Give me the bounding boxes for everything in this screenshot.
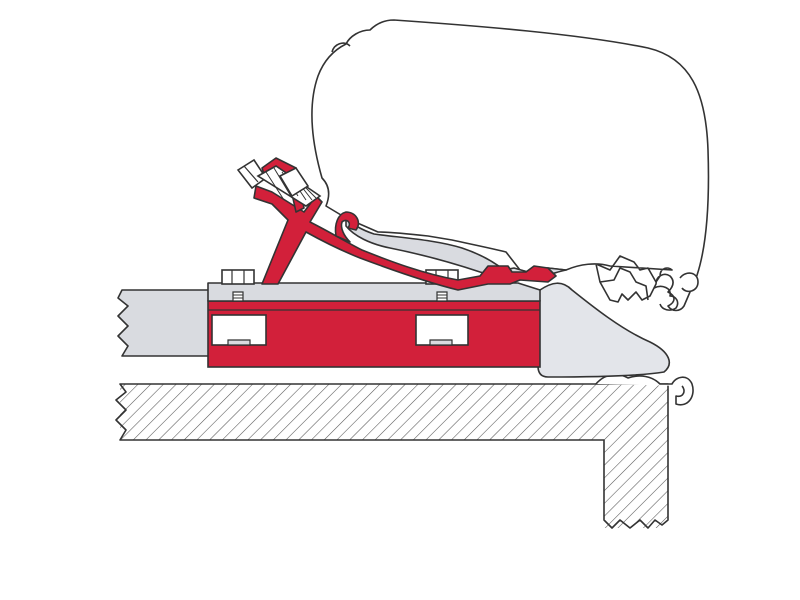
bolt-left — [221, 269, 255, 302]
bolt-icon — [256, 165, 322, 207]
roof-edge-keder — [595, 373, 694, 406]
awning-cassette — [311, 19, 710, 312]
cassette-hinge-bump — [331, 42, 351, 53]
roller-profile — [599, 267, 679, 311]
cassette-outline — [311, 19, 710, 312]
red-bracket-hook — [334, 211, 360, 243]
bolt-icon — [221, 269, 255, 302]
roller-keder-hook — [679, 272, 699, 293]
slot-left-nut — [227, 339, 251, 346]
red-bracket-body — [253, 185, 557, 291]
red-mounting-block — [207, 300, 541, 368]
top-plate — [207, 282, 541, 302]
roof-wall-hatch — [120, 384, 668, 528]
roof-wall-section — [115, 373, 694, 529]
roof-wall-outline — [115, 383, 669, 529]
slot-right-nut — [429, 339, 453, 346]
tension-bolt — [236, 158, 322, 207]
rail-end-cap — [537, 282, 671, 378]
adapter-profile — [345, 217, 567, 281]
